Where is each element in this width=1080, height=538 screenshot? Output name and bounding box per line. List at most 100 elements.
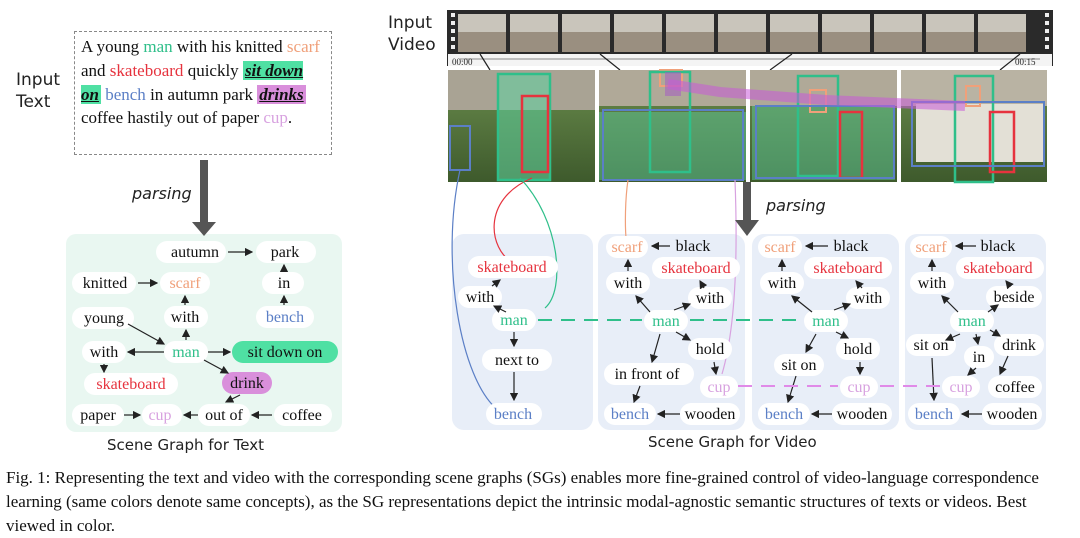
vsg2-bench: bench — [611, 406, 649, 423]
video-graph-panel-1 — [452, 234, 593, 430]
vsg4-in: in — [973, 349, 985, 366]
vsg2-cup: cup — [707, 379, 730, 396]
vsg3-scarf: scarf — [764, 239, 796, 256]
vsg2-man: man — [652, 313, 680, 330]
vsg2-with-2: with — [696, 290, 724, 307]
tsg-knitted: knitted — [83, 275, 127, 292]
parsing-label-text: parsing — [132, 184, 192, 203]
vsg1-edges — [491, 279, 519, 402]
sentence-text: . — [287, 108, 293, 128]
vsg3-cup: cup — [847, 379, 870, 396]
keyframe-3 — [750, 70, 897, 182]
sg-text-title: Scene Graph for Text — [107, 436, 265, 454]
tsg-out-of: out of — [205, 407, 243, 424]
tsg-young: young — [84, 310, 124, 327]
vsg4-scarf: scarf — [915, 239, 947, 256]
vsg4-black: black — [981, 238, 1016, 255]
vsg2-black: black — [676, 238, 711, 255]
vsg3-skateboard: skateboard — [813, 260, 882, 277]
tsg-with-2: with — [90, 344, 118, 361]
vsg4-coffee: coffee — [995, 379, 1035, 396]
tsg-bench: bench — [266, 309, 304, 326]
word-drinks: drinks — [257, 84, 306, 104]
sentence-text: in autumn park — [145, 84, 258, 104]
vsg3-hold: hold — [844, 341, 872, 358]
vsg1-bench: bench — [494, 406, 532, 423]
tsg-coffee: coffee — [282, 407, 322, 424]
vsg2-with-1: with — [614, 275, 642, 292]
vsg3-with-1: with — [768, 275, 796, 292]
tsg-cup: cup — [148, 407, 171, 424]
tsg-drink: drink — [230, 375, 264, 392]
tsg-park: park — [271, 244, 299, 261]
tsg-sit-down-on: sit down on — [248, 344, 323, 361]
vsg3-sit-on: sit on — [781, 357, 816, 374]
keyframe-4 — [901, 70, 1047, 184]
vsg4-edges — [927, 241, 1014, 419]
vsg4-man: man — [958, 313, 986, 330]
cup-trajectory — [667, 79, 966, 111]
sentence-text: with his knitted — [172, 37, 287, 56]
vsg2-hold: hold — [696, 341, 724, 358]
word-man: man — [143, 37, 173, 56]
sentence-text: coffee hastily out of paper — [81, 108, 264, 128]
vsg3-wooden: wooden — [837, 406, 888, 423]
tsg-scarf: scarf — [169, 275, 201, 292]
word-bench: bench — [105, 84, 146, 104]
vsg4-sit-on: sit on — [913, 337, 948, 354]
timecode-end: 00:15 — [1015, 57, 1036, 67]
tsg-in: in — [278, 275, 290, 292]
vsg2-edges — [623, 241, 719, 419]
vsg3-man: man — [812, 313, 840, 330]
keyframe-1 — [448, 70, 595, 182]
vsg1-man: man — [500, 312, 528, 329]
vsg3-bench: bench — [765, 406, 803, 423]
vsg1-skateboard: skateboard — [477, 259, 546, 276]
vsg2-wooden: wooden — [685, 406, 736, 423]
input-video-label: Input Video — [388, 12, 436, 56]
tsg-paper: paper — [80, 407, 116, 424]
vsg4-skateboard: skateboard — [963, 260, 1032, 277]
text-graph-panel — [66, 234, 342, 432]
input-video-label-line2: Video — [388, 35, 436, 55]
figure-caption: Fig. 1: Representing the text and video … — [6, 468, 1039, 535]
vsg4-bench: bench — [915, 406, 953, 423]
vsg4-with: with — [918, 275, 946, 292]
tsg-skateboard: skateboard — [96, 376, 165, 393]
vsg4-wooden: wooden — [987, 406, 1038, 423]
parsing-label-video: parsing — [766, 196, 826, 215]
tsg-autumn: autumn — [171, 244, 219, 261]
word-scarf: scarf — [286, 37, 320, 56]
parsing-arrow-text — [192, 160, 216, 236]
tsg-man: man — [172, 344, 200, 361]
vsg2-scarf: scarf — [611, 239, 643, 256]
sentence-text: A young — [81, 37, 144, 56]
input-text-label: Input Text — [16, 69, 60, 113]
input-text-label-line2: Text — [16, 92, 51, 112]
vsg2-skateboard: skateboard — [661, 260, 730, 277]
vsg4-beside: beside — [994, 289, 1035, 306]
sentence-text: and — [81, 60, 110, 80]
vsg1-next-to: next to — [495, 352, 539, 369]
word-skateboard: skateboard — [109, 60, 184, 80]
sentence-text: quickly — [183, 60, 243, 80]
tsg-with-1: with — [171, 309, 199, 326]
vsg3-edges — [777, 241, 865, 419]
parsing-arrow-video — [735, 182, 759, 236]
vsg1-with: with — [466, 289, 494, 306]
cross-frame-tracks — [538, 319, 940, 387]
word-cup: cup — [263, 108, 288, 128]
video-filmstrip — [447, 10, 1053, 66]
vsg2-in-front-of: in front of — [615, 366, 681, 383]
frame-connectors — [479, 53, 1021, 71]
input-sentence-box: A young man with his knitted scarf and s… — [74, 31, 332, 155]
vsg4-drink: drink — [1002, 337, 1036, 354]
vsg3-with-2: with — [854, 290, 882, 307]
input-video-label-line1: Input — [388, 13, 433, 33]
vsg4-cup: cup — [949, 379, 972, 396]
timecode-start: 00:00 — [452, 57, 473, 67]
vsg3-black: black — [834, 238, 869, 255]
input-text-label-line1: Input — [16, 70, 61, 90]
sg-video-title: Scene Graph for Video — [648, 433, 817, 451]
